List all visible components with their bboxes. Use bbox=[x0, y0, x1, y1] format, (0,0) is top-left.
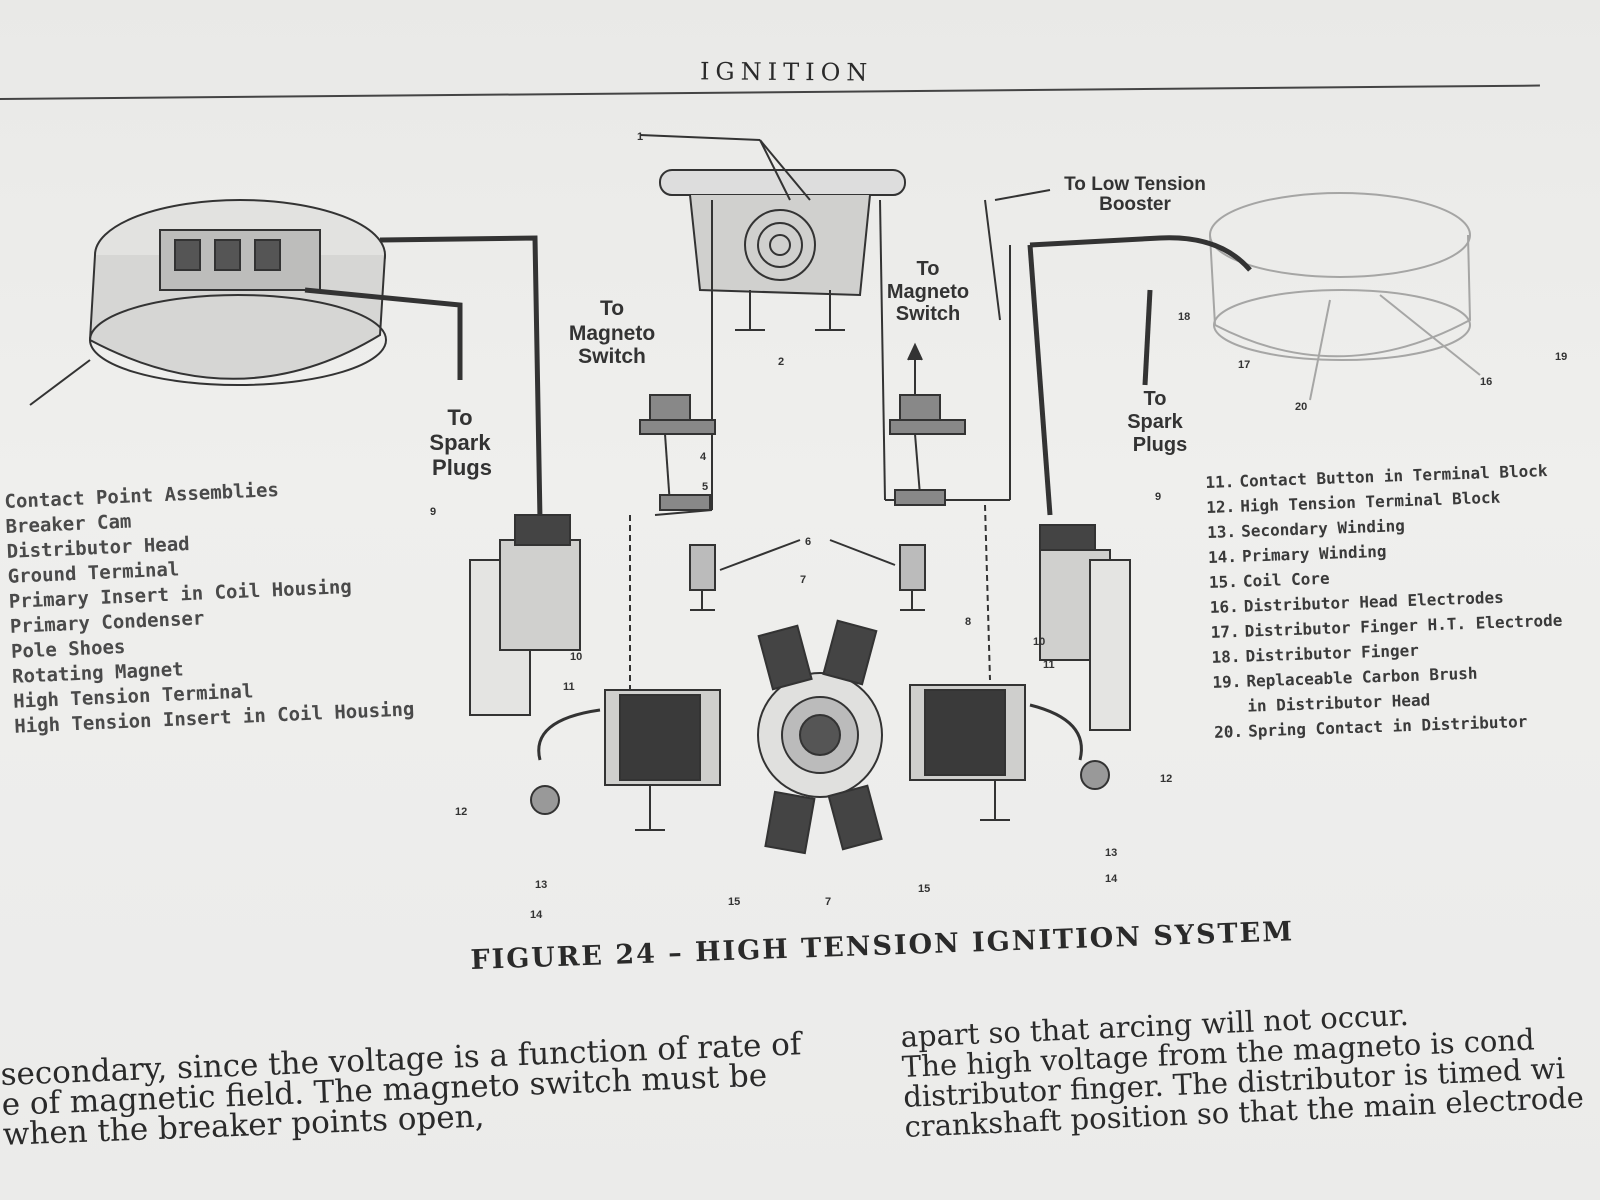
magneto-switch-right bbox=[889, 394, 966, 506]
callout-13b: 13 bbox=[1105, 847, 1117, 859]
condensers bbox=[689, 539, 926, 611]
callout-8: 8 bbox=[965, 616, 971, 628]
callout-6: 6 bbox=[805, 536, 811, 548]
callout-16: 16 bbox=[1480, 376, 1492, 388]
callout-10b: 10 bbox=[1033, 636, 1045, 648]
label-to-low-tension-booster-1: To Low Tension bbox=[1064, 174, 1206, 195]
label-to-spark-plugs-right-2: Spark bbox=[1127, 411, 1183, 433]
callout-18: 18 bbox=[1178, 311, 1190, 323]
callout-1: 1 bbox=[637, 131, 643, 143]
callout-5: 5 bbox=[702, 481, 708, 493]
label-to-spark-plugs-left-3: Plugs bbox=[432, 455, 492, 480]
label-to-spark-plugs-left-1: To bbox=[447, 405, 472, 430]
label-to-spark-plugs-right-3: Plugs bbox=[1133, 434, 1187, 456]
callout-10a: 10 bbox=[570, 651, 582, 663]
magneto-switch-left bbox=[639, 394, 716, 511]
legend-number: 19. bbox=[1212, 671, 1242, 692]
callout-14b: 14 bbox=[1105, 873, 1118, 885]
legend-number: 13. bbox=[1206, 521, 1237, 542]
callout-9b: 9 bbox=[1155, 491, 1161, 503]
label-to-low-tension-booster-2: Booster bbox=[1099, 194, 1171, 215]
callout-13a: 13 bbox=[535, 879, 547, 891]
callout-11b: 11 bbox=[1043, 659, 1055, 671]
terminal-block-illustration bbox=[639, 134, 906, 331]
label-to-spark-plugs-left-2: Spark bbox=[429, 430, 491, 455]
legend-number: 12. bbox=[1205, 496, 1236, 517]
legend-number: 11. bbox=[1205, 471, 1235, 492]
label-to-magneto-switch-right-2: Magneto bbox=[887, 281, 969, 303]
callout-12: 12 bbox=[455, 806, 467, 818]
wiring bbox=[629, 189, 1051, 700]
legend-number: 14. bbox=[1207, 546, 1238, 567]
legend-text: Secondary Winding bbox=[1240, 516, 1406, 541]
callout-7a: 7 bbox=[800, 574, 806, 586]
magneto-body bbox=[469, 514, 1131, 855]
legend-text: Primary Winding bbox=[1241, 541, 1387, 566]
label-to-spark-plugs-right-1: To bbox=[1144, 388, 1167, 410]
callout-11a: 11 bbox=[563, 681, 575, 693]
callout-14a: 14 bbox=[530, 909, 543, 921]
legend-number: 15. bbox=[1208, 571, 1239, 592]
legend-text: Distributor Finger bbox=[1245, 640, 1420, 666]
legend-right: 11.Contact Button in Terminal Block 12.H… bbox=[1205, 457, 1594, 745]
label-to-magneto-switch-right-1: To bbox=[917, 258, 940, 280]
legend-number: 17. bbox=[1210, 621, 1240, 642]
left-distributor-illustration bbox=[29, 199, 387, 406]
legend-number: 16. bbox=[1209, 596, 1240, 617]
callout-2: 2 bbox=[778, 356, 784, 368]
callout-9a: 9 bbox=[430, 506, 436, 518]
high-tension-cables bbox=[304, 235, 1252, 521]
legend-text: Replaceable Carbon Brush bbox=[1246, 663, 1478, 691]
diagram-labels: To Spark Plugs To Magneto Switch To Magn… bbox=[429, 131, 1567, 921]
callout-4: 4 bbox=[700, 451, 707, 463]
legend-left: Contact Point Assemblies Breaker Cam Dis… bbox=[4, 472, 435, 740]
callout-20: 20 bbox=[1295, 401, 1307, 413]
legend-number: 20. bbox=[1213, 721, 1244, 742]
callout-15a: 15 bbox=[728, 896, 740, 908]
callout-15b: 15 bbox=[918, 883, 930, 895]
label-to-magneto-switch-left-1: To bbox=[600, 297, 624, 320]
callout-19: 19 bbox=[1555, 351, 1567, 363]
right-distributor-illustration bbox=[1209, 192, 1481, 401]
label-to-magneto-switch-right-3: Switch bbox=[896, 303, 960, 325]
label-to-magneto-switch-left-2: Magneto bbox=[569, 322, 655, 345]
label-to-magneto-switch-left-3: Switch bbox=[578, 345, 646, 368]
callout-7b: 7 bbox=[825, 896, 831, 908]
callout-12b: 12 bbox=[1160, 773, 1172, 785]
legend-text: Coil Core bbox=[1242, 568, 1330, 591]
callout-17: 17 bbox=[1238, 359, 1250, 371]
legend-number: 18. bbox=[1211, 646, 1241, 667]
